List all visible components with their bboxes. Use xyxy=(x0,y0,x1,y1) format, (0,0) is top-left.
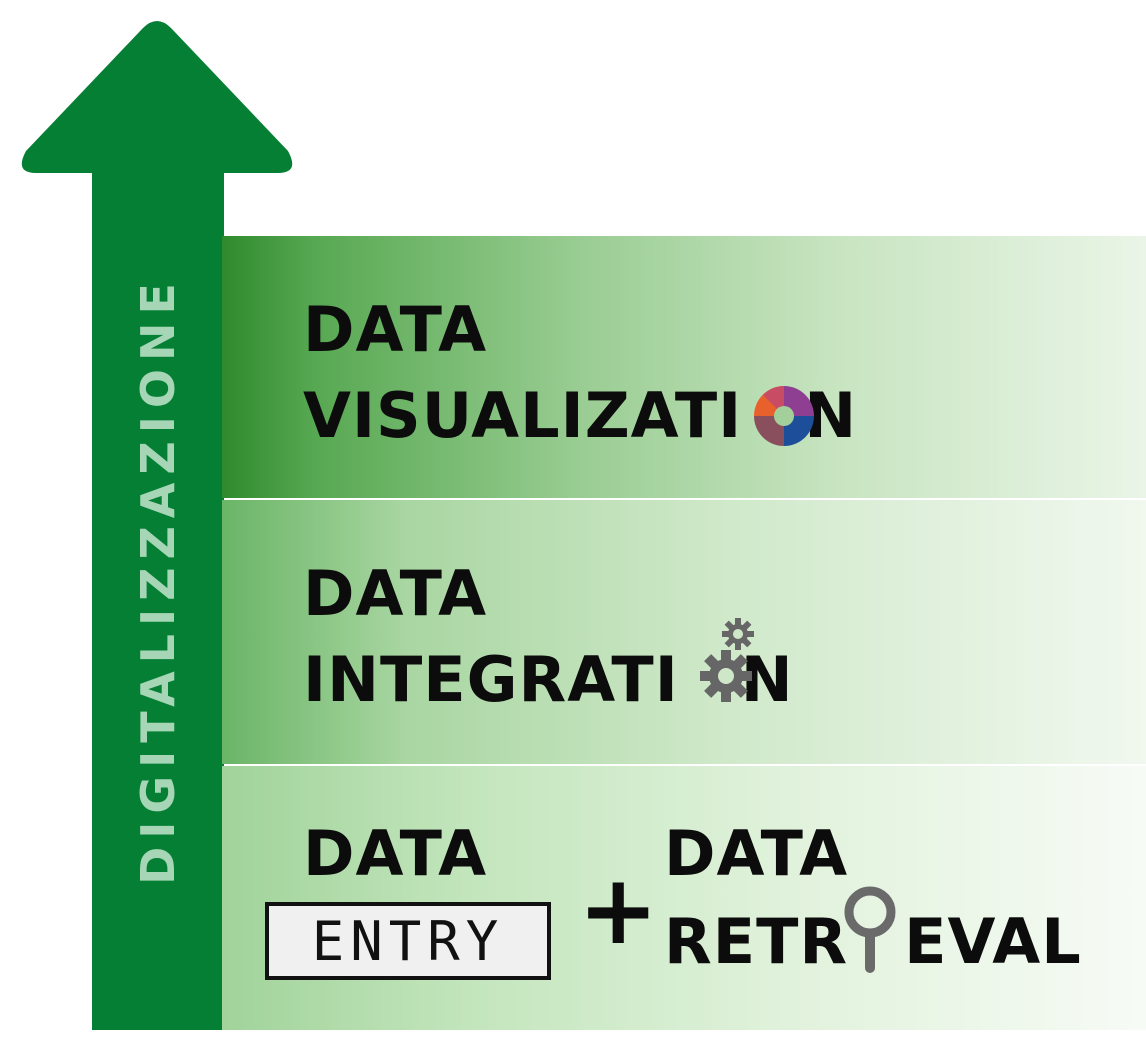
visualization-line1: DATA xyxy=(303,293,488,366)
gears-icon xyxy=(700,618,754,702)
entry-line1: DATA xyxy=(303,817,488,890)
level-band-entry-retrieval xyxy=(222,766,1146,1030)
plus-operator: + xyxy=(578,854,659,966)
magnifier-icon xyxy=(844,886,896,973)
visualization-prefix: VISUALIZATI xyxy=(303,379,743,452)
retrieval-suffix: EVAL xyxy=(904,905,1082,978)
entry-label: ENTRY xyxy=(311,909,505,973)
axis-label: DIGITALIZZAZIONE xyxy=(131,275,185,885)
donut-chart-icon xyxy=(754,386,814,446)
digitalization-arrow xyxy=(21,21,293,1030)
level-band-integration xyxy=(222,500,1146,764)
integration-prefix: INTEGRATI xyxy=(303,643,679,716)
retrieval-line1: DATA xyxy=(664,817,849,890)
level-band-visualization xyxy=(222,236,1146,498)
entry-box: ENTRY xyxy=(265,902,551,980)
arrow-shape xyxy=(21,21,293,1030)
retrieval-prefix: RETR xyxy=(664,905,849,978)
integration-line1: DATA xyxy=(303,557,488,630)
